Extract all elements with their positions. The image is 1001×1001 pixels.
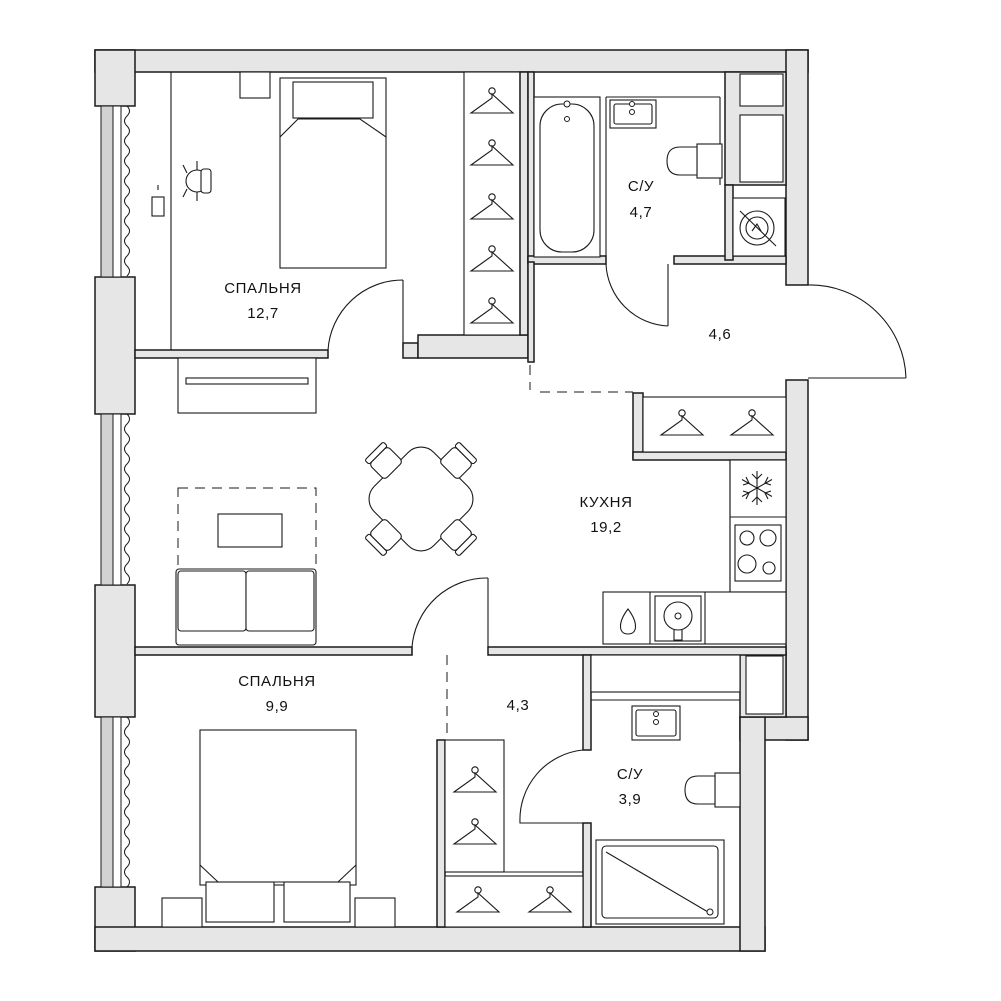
room-name-bathroom1: С/У: [628, 178, 654, 195]
room-name-bedroom2: СПАЛЬНЯ: [238, 673, 316, 690]
zone-lines: [177, 365, 633, 740]
room-labels: СПАЛЬНЯ 12,7 С/У 4,7 4,6 КУХНЯ 19,2 СПАЛ…: [224, 178, 732, 808]
partitions: [134, 71, 808, 928]
sink-icon: [631, 705, 681, 741]
room-area-corridor: 4,3: [507, 697, 530, 714]
room-area-hallway: 4,6: [709, 326, 732, 343]
room-area-bedroom2: 9,9: [266, 698, 289, 715]
bathroom1-fixtures: [533, 96, 777, 258]
room-name-bathroom2: С/У: [617, 766, 643, 783]
room-area-bedroom1: 12,7: [247, 305, 279, 322]
bedroom1-furniture: [151, 71, 387, 269]
nightstand: [239, 71, 271, 99]
kitchen-fixtures: [364, 441, 782, 642]
bathtub-icon: [533, 96, 601, 258]
tv-unit: [177, 357, 317, 414]
bathroom2-fixtures: [595, 705, 741, 925]
coffee-table: [217, 513, 283, 548]
room-area-bathroom1: 4,7: [630, 204, 653, 221]
sofa-icon: [175, 568, 317, 646]
shower-icon: [595, 839, 725, 925]
dining-table: [364, 441, 478, 557]
toilet-icon: [684, 772, 741, 808]
sink-icon: [654, 595, 702, 642]
chair-icon: [182, 161, 212, 201]
laptop: [151, 196, 165, 217]
boiler-icon: [739, 210, 777, 247]
bed-icon: [279, 77, 387, 269]
room-area-bathroom2: 3,9: [619, 791, 642, 808]
room-name-bedroom1: СПАЛЬНЯ: [224, 280, 302, 297]
nightstand: [161, 897, 203, 928]
dishwasher-icon: [619, 608, 637, 635]
snowflake-icon: [741, 471, 773, 505]
toilet-icon: [666, 143, 723, 179]
living-furniture: [175, 357, 317, 646]
sink-icon: [609, 99, 657, 129]
curtains: [124, 105, 130, 888]
nightstand: [354, 897, 396, 928]
cooktop-icon: [734, 524, 782, 582]
room-area-kitchen: 19,2: [590, 519, 622, 536]
walls: [94, 49, 809, 952]
room-name-kitchen: КУХНЯ: [579, 494, 632, 511]
bed-icon: [199, 729, 357, 923]
doors: [327, 263, 907, 824]
bedroom2-furniture: [161, 729, 396, 928]
